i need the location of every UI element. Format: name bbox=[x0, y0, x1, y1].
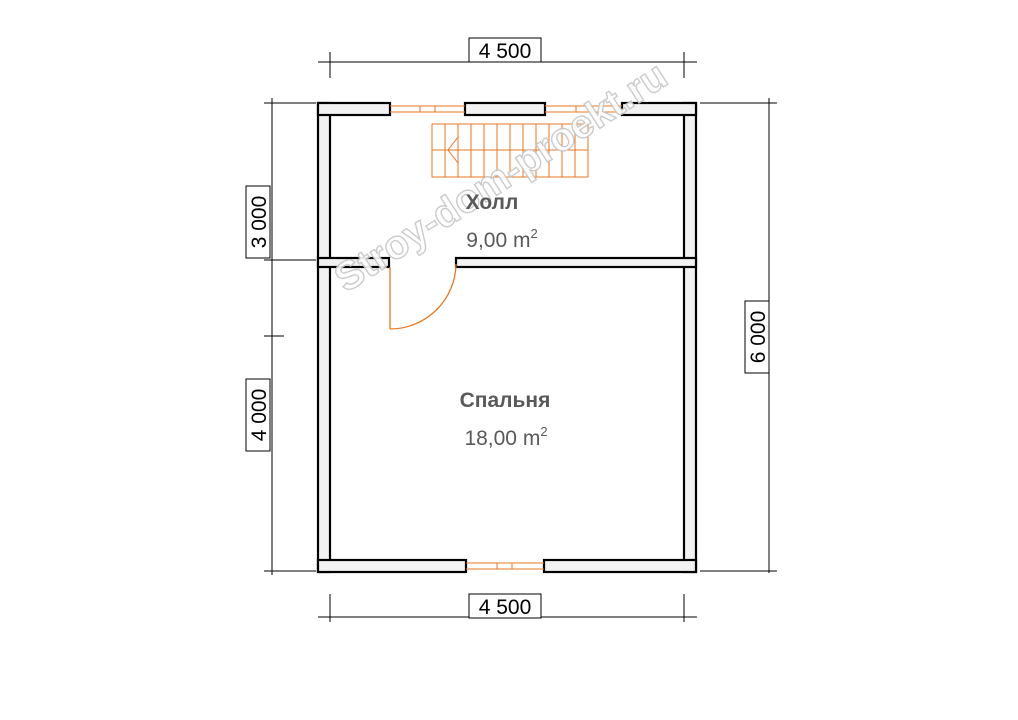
wall-partition-right bbox=[454, 256, 698, 269]
svg-text:4 500: 4 500 bbox=[479, 40, 532, 63]
room-label-hall: Холл 9,00 m2 bbox=[466, 191, 538, 252]
dimension-label-bottom: 4 500 bbox=[468, 593, 542, 619]
staircase bbox=[431, 123, 589, 178]
walls bbox=[316, 101, 698, 574]
dimension-label-right: 6 000 bbox=[744, 300, 770, 374]
svg-text:6 000: 6 000 bbox=[747, 311, 770, 364]
svg-text:4 000: 4 000 bbox=[248, 389, 271, 442]
wall-joins bbox=[319, 104, 695, 571]
dimension-label-top: 4 500 bbox=[468, 37, 542, 63]
room-label-bedroom: Спальня 18,00 m2 bbox=[460, 389, 551, 450]
wall-top-right bbox=[620, 101, 698, 117]
window-top-right bbox=[545, 105, 622, 113]
wall-bottom-right bbox=[542, 558, 698, 574]
room-name-bedroom: Спальня bbox=[460, 389, 551, 412]
wall-bottom-left bbox=[316, 558, 468, 574]
wall-partition-left bbox=[316, 256, 391, 269]
room-name-hall: Холл bbox=[466, 191, 519, 214]
door bbox=[389, 263, 457, 330]
dimension-label-left-upper: 3 000 bbox=[245, 185, 271, 259]
svg-text:3 000: 3 000 bbox=[248, 196, 271, 249]
windows bbox=[390, 105, 622, 570]
wall-top-middle bbox=[463, 101, 547, 117]
room-area-hall: 9,00 m2 bbox=[466, 226, 537, 252]
svg-text:4 500: 4 500 bbox=[479, 596, 532, 619]
wall-right bbox=[682, 101, 698, 574]
window-top-left bbox=[390, 105, 465, 113]
dimension-label-left-lower: 4 000 bbox=[245, 378, 271, 452]
door-swing-arc bbox=[389, 263, 457, 330]
wall-left bbox=[316, 101, 332, 574]
wall-top-left bbox=[316, 101, 392, 117]
window-bottom bbox=[466, 562, 544, 570]
room-area-bedroom: 18,00 m2 bbox=[464, 424, 547, 450]
